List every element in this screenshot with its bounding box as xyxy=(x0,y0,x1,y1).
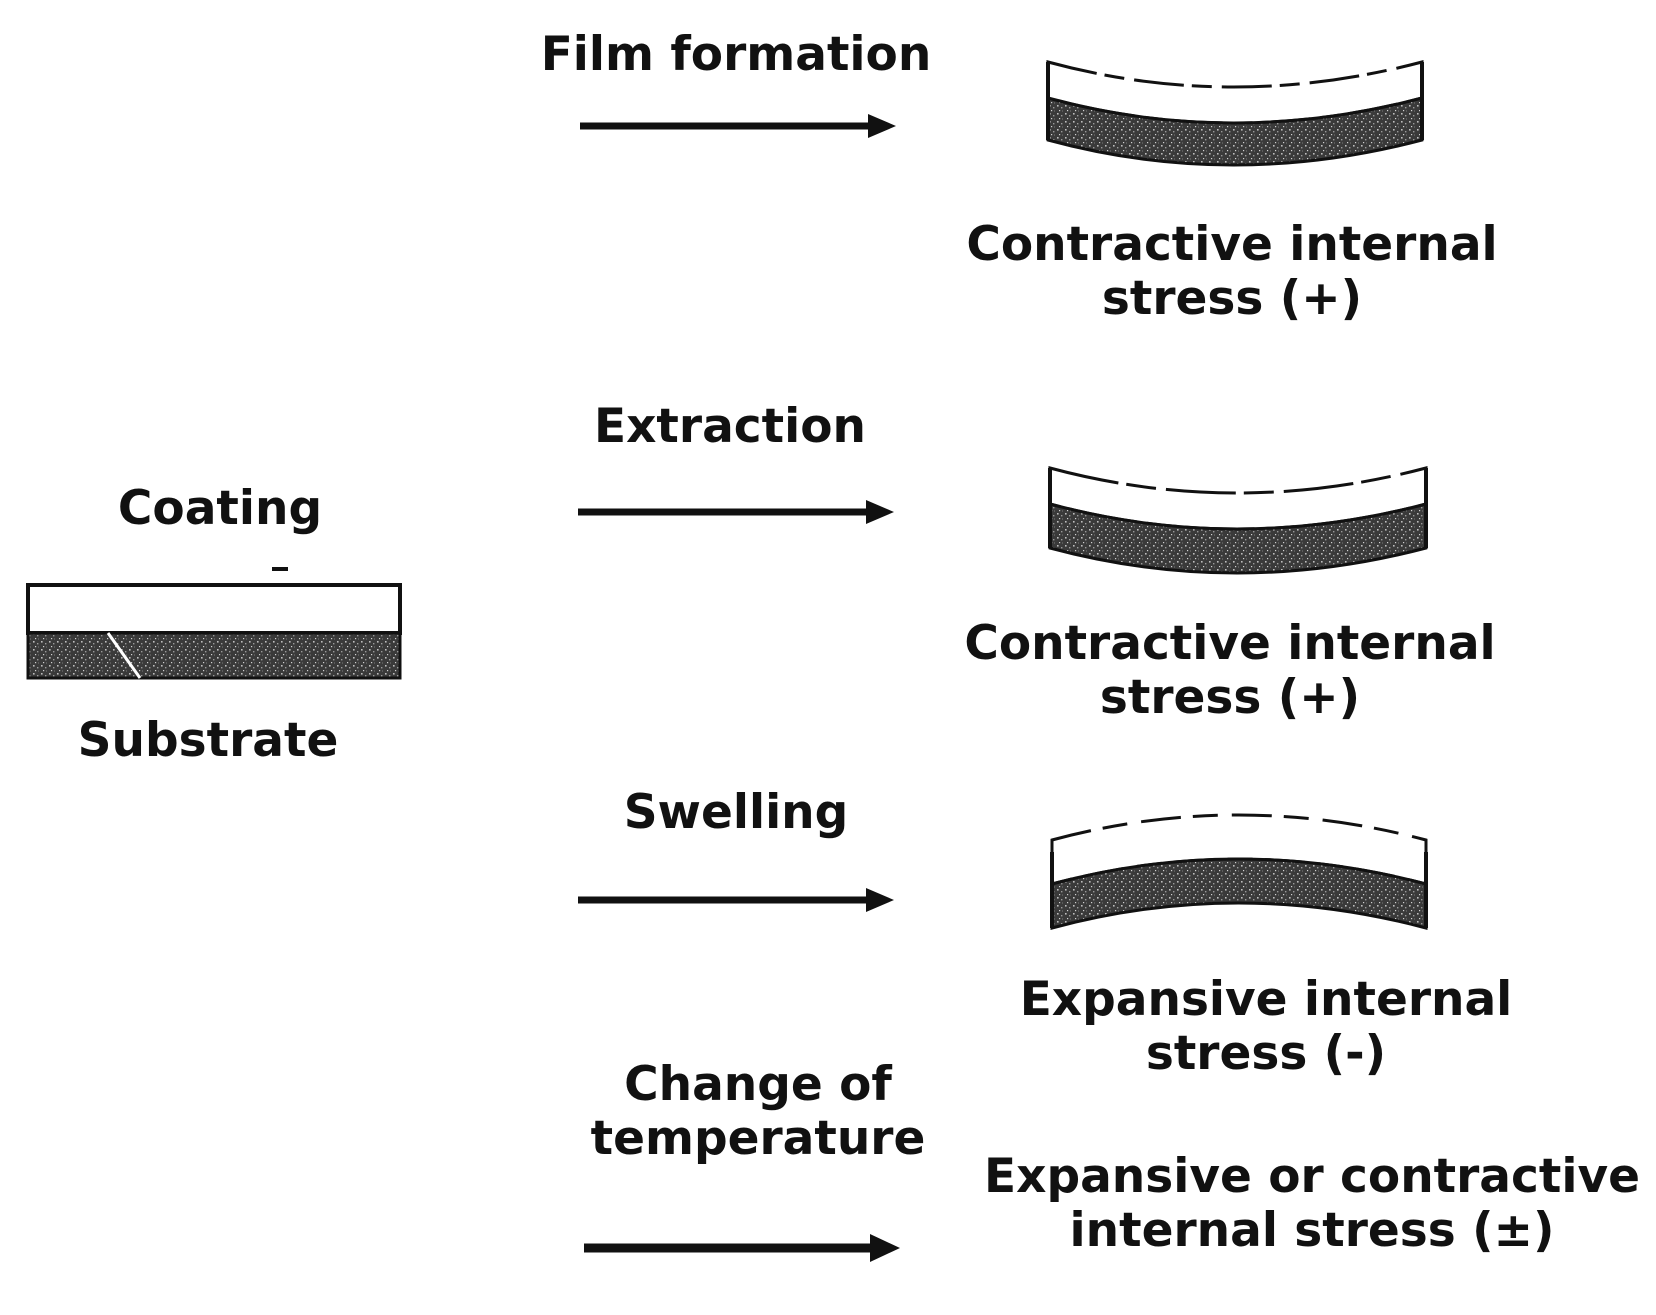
process-arrow-swelling xyxy=(578,888,894,912)
result-label-film-formation: Contractive internal stress (+) xyxy=(966,217,1498,327)
result-bent-sample-film-formation xyxy=(1046,60,1424,167)
result-bent-sample-swelling xyxy=(1050,813,1428,930)
result-label-line: Contractive internal xyxy=(964,616,1496,671)
result-label-line: stress (-) xyxy=(1145,1026,1387,1082)
process-label-line: Change of xyxy=(624,1057,892,1112)
substrate-label: Substrate xyxy=(77,713,339,768)
result-label-line: Contractive internal xyxy=(966,217,1498,272)
result-label-line: stress (+) xyxy=(1101,271,1363,327)
result-label-line: internal stress (±) xyxy=(1069,1203,1555,1259)
result-bent-sample-extraction xyxy=(1048,466,1428,575)
coating-label: Coating xyxy=(117,481,323,536)
result-label-swelling: Expansive internal stress (-) xyxy=(1019,972,1513,1082)
process-label-film-formation: Film formation xyxy=(540,27,932,82)
substrate-crack-line xyxy=(106,632,142,679)
coating-layer xyxy=(26,583,402,635)
process-label-line: Film formation xyxy=(540,27,932,82)
result-label-temperature: Expansive or contractive internal stress… xyxy=(984,1149,1640,1259)
result-label-line: Expansive internal xyxy=(1019,972,1513,1027)
result-label-extraction: Contractive internal stress (+) xyxy=(964,616,1496,726)
substrate-layer xyxy=(26,631,402,680)
process-arrow-film-formation xyxy=(580,114,896,138)
process-label-extraction: Extraction xyxy=(594,399,866,454)
result-label-line: stress (+) xyxy=(1099,670,1361,726)
process-label-temperature: Change of temperature xyxy=(590,1057,926,1167)
process-label-line: Extraction xyxy=(594,399,866,454)
process-label-line: Swelling xyxy=(623,785,849,840)
process-label-swelling: Swelling xyxy=(623,785,849,840)
process-arrow-temperature xyxy=(584,1234,900,1262)
process-label-line: temperature xyxy=(590,1111,926,1167)
result-label-line: Expansive or contractive xyxy=(984,1149,1640,1204)
process-arrow-extraction xyxy=(578,500,894,524)
initial-coated-substrate xyxy=(26,567,402,680)
